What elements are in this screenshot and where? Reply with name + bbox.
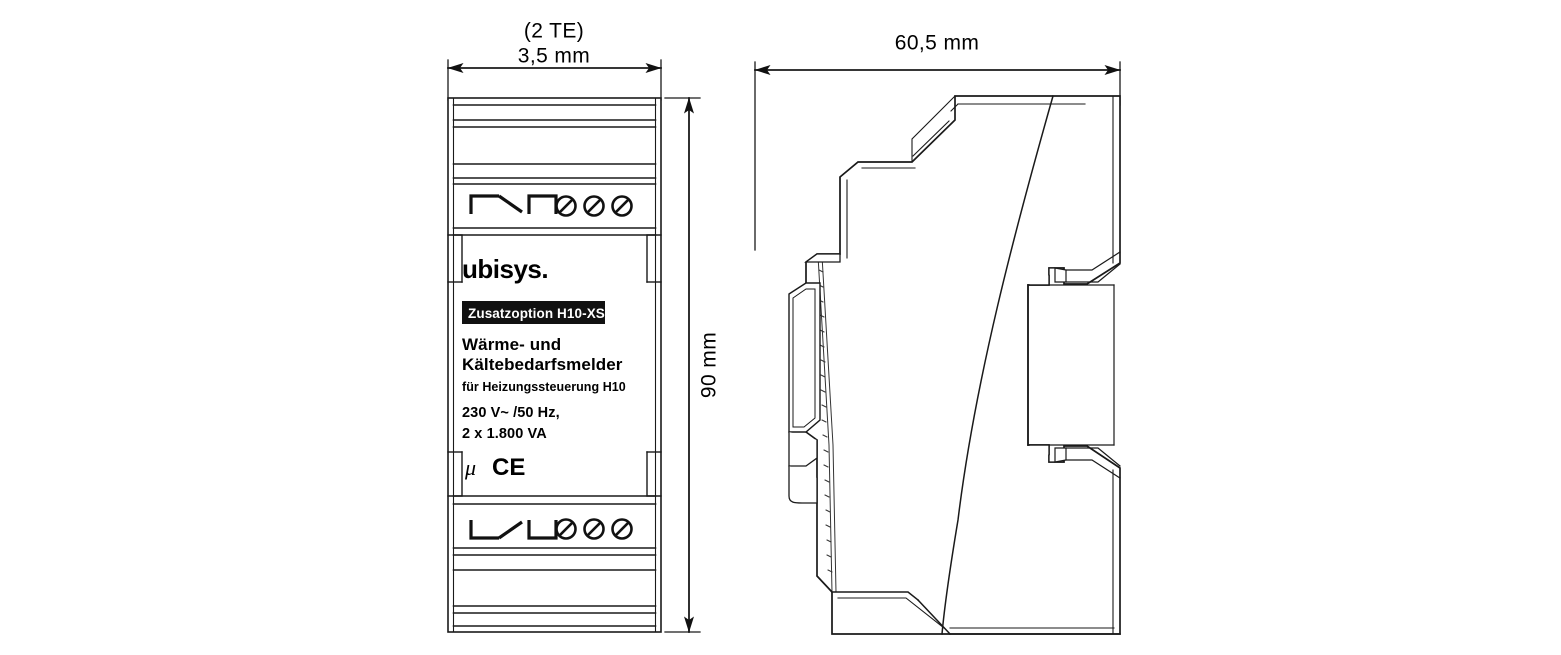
din-rail-clip-upper: [1027, 251, 1121, 286]
side-view-outline: [805, 95, 1121, 635]
lever-bottom-cap: [788, 465, 818, 504]
screw-terminal: [611, 195, 633, 217]
top-right-step-notch: [646, 234, 662, 283]
depth-mm-label: 60,5 mm: [895, 32, 980, 55]
clip-upper-arm: [1065, 251, 1121, 271]
width-mm-label: 3,5 mm: [518, 45, 590, 68]
screw-terminal: [555, 195, 577, 217]
clip-upper-arm-lower: [1065, 263, 1121, 283]
bottom-terminal-screws: [555, 518, 633, 540]
side-curved-contour: [941, 95, 1054, 635]
option-badge-label: Zusatzoption H10-XS: [468, 306, 605, 321]
din-rail-clip-lower: [1027, 444, 1121, 479]
product-label-group: [462, 301, 605, 324]
din-rail-release-lever: [788, 253, 841, 504]
brand-wordmark: ubisys.: [462, 254, 548, 284]
side-bottom-shelf-inner: [837, 597, 945, 629]
side-bottom-shelf: [831, 591, 920, 602]
lever-top-shelf: [804, 253, 841, 263]
side-shoulder-step: [839, 161, 913, 255]
product-title-line2: Kältebedarfsmelder: [462, 355, 623, 374]
side-shoulder-outer: [911, 95, 956, 163]
front-view-outline: [447, 97, 662, 633]
height-mm-label: 90 mm: [698, 332, 721, 398]
side-view-group: [754, 61, 1121, 636]
height-dimension-group: [664, 97, 701, 633]
screw-terminal: [611, 518, 633, 540]
micro-contactor-symbol: μ: [464, 455, 476, 480]
bottom-right-step-notch: [646, 451, 662, 497]
side-step-inner-lines: [846, 120, 950, 259]
screw-terminal: [583, 195, 605, 217]
top-terminal-screws: [555, 195, 633, 217]
width-te-label: (2 TE): [524, 20, 584, 43]
side-top-inner-corner: [950, 103, 959, 112]
top-left-step-notch: [447, 234, 463, 283]
ce-mark-icon: CE: [492, 454, 525, 481]
screw-terminal: [555, 518, 577, 540]
product-title-line1: Wärme- und: [462, 335, 561, 354]
front-view-group: [447, 97, 662, 633]
lever-body-inner: [792, 288, 816, 428]
spec-power: 2 x 1.800 VA: [462, 426, 547, 442]
width-dimension-group: [447, 59, 662, 101]
side-parting-line: [817, 255, 837, 593]
lever-foot: [788, 431, 818, 467]
spec-voltage: 230 V~ /50 Hz,: [462, 405, 560, 421]
clip-lower-arm-upper: [1065, 447, 1121, 467]
bottom-left-step-notch: [447, 451, 463, 497]
product-subtitle: für Heizungssteuerung H10: [462, 380, 626, 394]
clip-lower-arm: [1065, 459, 1121, 479]
clip-upper-tab: [1054, 267, 1067, 283]
badge-background: [462, 301, 605, 324]
clip-lower-tab: [1054, 447, 1067, 463]
screw-terminal: [583, 518, 605, 540]
side-bottom-ramp: [916, 598, 952, 636]
